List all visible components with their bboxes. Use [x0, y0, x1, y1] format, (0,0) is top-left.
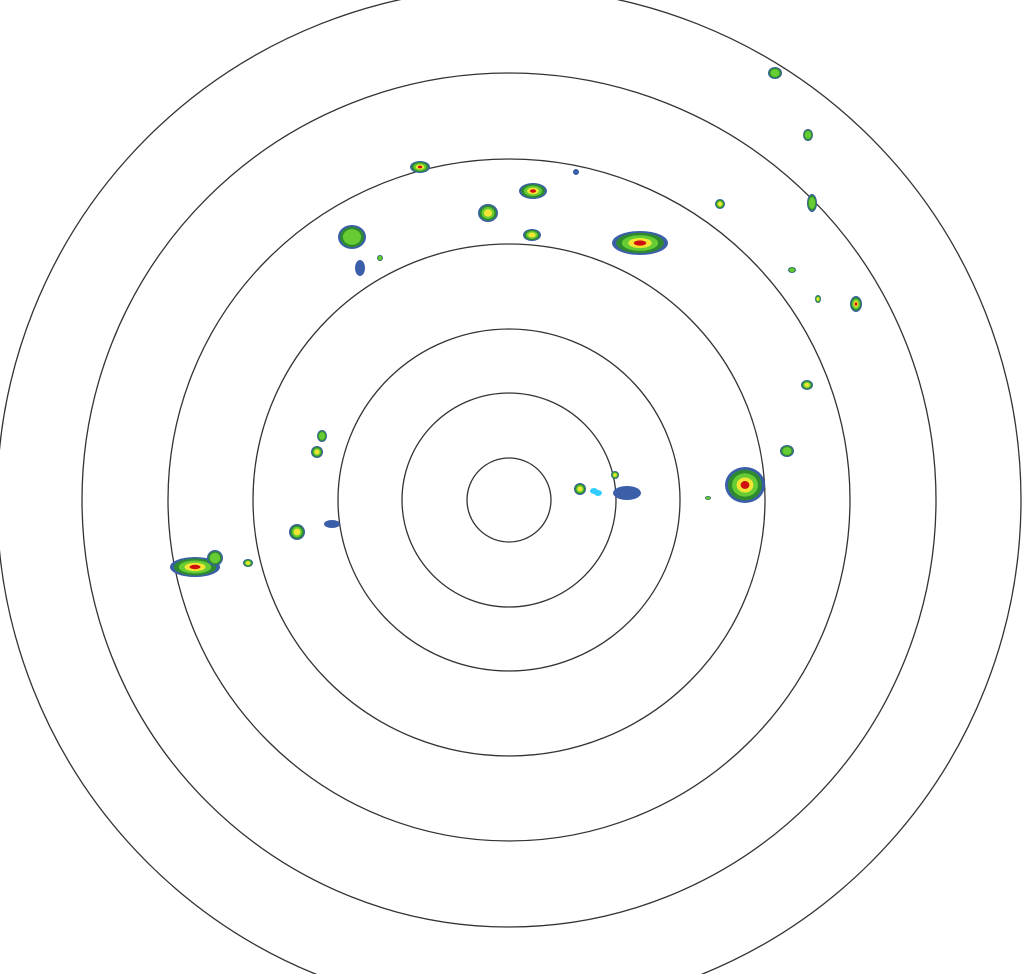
echo-cell — [338, 225, 366, 249]
echo-cell — [725, 467, 765, 503]
echo-cell — [478, 204, 498, 222]
range-ring-1 — [466, 457, 552, 543]
precipitation-echoes — [170, 67, 862, 577]
echo-cell — [317, 430, 327, 442]
echo-cell — [410, 161, 430, 173]
clear-air-echo — [594, 490, 602, 496]
echo-cell — [523, 229, 541, 241]
echo-cell — [705, 496, 711, 500]
echo-cell — [289, 524, 305, 540]
echo-cell — [807, 194, 817, 212]
echo-cell — [519, 183, 547, 199]
echo-cell — [207, 550, 223, 566]
echo-cell — [311, 446, 323, 458]
echo-cell — [850, 296, 862, 312]
echo-cell — [788, 267, 796, 273]
range-ring-2 — [401, 392, 617, 608]
range-ring-6 — [81, 72, 937, 928]
echo-cell — [377, 255, 383, 261]
echo-cell — [612, 231, 668, 255]
echo-cell — [768, 67, 782, 79]
range-ring-4 — [252, 243, 766, 757]
echo-cell — [801, 380, 813, 390]
range-ring-5 — [167, 158, 851, 842]
range-ring-3 — [337, 328, 681, 672]
echo-cell — [324, 520, 340, 528]
echo-cell — [243, 559, 253, 567]
echo-cell — [170, 557, 220, 577]
echo-cell — [574, 483, 586, 495]
echo-cell — [803, 129, 813, 141]
echo-cell — [780, 445, 794, 457]
echo-cell — [815, 295, 821, 303]
echo-cell — [611, 471, 619, 479]
echo-cell — [613, 486, 641, 500]
echo-cell — [715, 199, 725, 209]
echo-cell — [355, 260, 365, 276]
echo-cell — [573, 169, 579, 175]
